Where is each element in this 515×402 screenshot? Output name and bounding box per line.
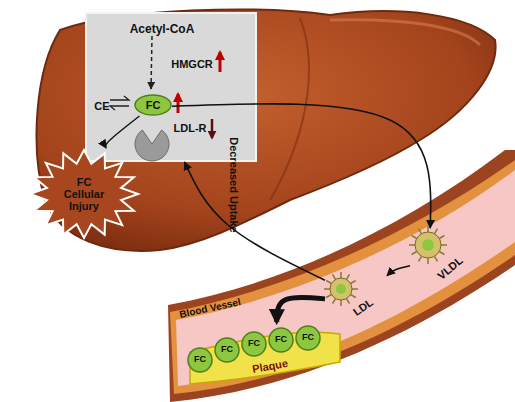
particle-spike bbox=[351, 295, 356, 298]
particle-spike bbox=[340, 272, 342, 278]
blood-vessel: Blood VesselVLDLLDLPlaqueFCFCFCFCFC bbox=[160, 140, 515, 402]
node-label: FC Cellular Injury bbox=[56, 176, 112, 212]
particle-spike bbox=[435, 229, 438, 234]
particle-spike bbox=[439, 236, 444, 239]
particle-body bbox=[330, 278, 352, 300]
node-label: VLDL bbox=[435, 254, 465, 282]
particle-spike bbox=[419, 256, 422, 261]
cholesterol-oval bbox=[215, 338, 239, 362]
starburst-shape bbox=[30, 150, 138, 238]
lipoprotein-particle bbox=[409, 226, 447, 264]
fc-deposit: FC bbox=[295, 325, 321, 351]
fc-deposit: FC bbox=[214, 337, 240, 363]
free-cholesterol-oval: FC bbox=[134, 94, 172, 116]
particle-spike bbox=[326, 281, 331, 284]
ldl-receptor: LDL-R bbox=[130, 120, 210, 162]
increase-arrow bbox=[219, 52, 222, 72]
node-label: FC bbox=[221, 345, 233, 355]
particle-spike bbox=[419, 229, 422, 234]
particle-spike bbox=[439, 252, 444, 255]
particle-spike bbox=[441, 244, 447, 246]
vessel-lumen bbox=[176, 170, 515, 386]
lipoprotein-particle bbox=[324, 272, 358, 306]
node-label: FC bbox=[275, 335, 287, 345]
vessel-middle-wall bbox=[170, 160, 515, 394]
liver-lobe-crease bbox=[270, 18, 309, 200]
connector-arrow bbox=[172, 104, 431, 228]
particle-spike bbox=[435, 256, 438, 261]
connector-arrow bbox=[185, 162, 326, 280]
connector-arrow bbox=[106, 116, 140, 148]
particle-spike bbox=[351, 281, 356, 284]
vessel-outer-wall bbox=[168, 150, 515, 402]
particle-core bbox=[336, 284, 346, 294]
connector-arrow bbox=[387, 266, 410, 276]
decrease-arrow bbox=[211, 119, 214, 138]
connector-label: Decreased Uptake bbox=[228, 137, 240, 232]
node-label: HMGCR bbox=[171, 58, 213, 70]
plaque-deposit: PlaqueFCFCFCFCFC bbox=[190, 322, 340, 384]
particle-spike bbox=[409, 244, 415, 246]
particle-spike bbox=[352, 288, 358, 290]
equilibrium-arrow bbox=[110, 106, 129, 110]
injury-starburst: FC Cellular Injury bbox=[28, 148, 140, 240]
node-label: Acetyl-CoA bbox=[130, 23, 195, 36]
node-label: FC bbox=[302, 333, 314, 343]
ldl-particle: LDL bbox=[325, 273, 387, 323]
particle-body bbox=[415, 232, 441, 258]
particle-spike bbox=[347, 274, 350, 279]
liver-highlight bbox=[330, 20, 480, 45]
cholesterol-oval bbox=[296, 326, 320, 350]
cholesterol-oval bbox=[135, 95, 171, 115]
connector-arrow bbox=[277, 297, 325, 322]
cholesterol-oval bbox=[188, 348, 212, 372]
node-label: LDL-R bbox=[174, 122, 207, 134]
particle-spike bbox=[324, 288, 330, 290]
node-label: FC bbox=[248, 339, 260, 349]
increase-arrow bbox=[177, 94, 180, 113]
vldl-particle: VLDL bbox=[410, 228, 472, 286]
particle-spike bbox=[333, 299, 336, 304]
particle-core bbox=[422, 239, 434, 251]
particle-spike bbox=[326, 295, 331, 298]
equilibrium-arrow bbox=[110, 96, 129, 100]
cholesterol-oval bbox=[242, 332, 266, 356]
particle-spike bbox=[333, 274, 336, 279]
particle-spike bbox=[412, 252, 417, 255]
node-label: CE bbox=[94, 100, 109, 112]
particle-spike bbox=[427, 226, 429, 232]
node-label: FC bbox=[146, 99, 161, 111]
particle-spike bbox=[412, 236, 417, 239]
dashed-synthesis-arrow bbox=[151, 36, 152, 89]
particle-spike bbox=[340, 300, 342, 306]
node-label: FC bbox=[194, 355, 206, 365]
particle-spike bbox=[427, 258, 429, 264]
cholesterol-oval bbox=[269, 328, 293, 352]
fc-deposit: FC bbox=[187, 347, 213, 373]
particle-spike bbox=[347, 299, 350, 304]
fc-deposit: FC bbox=[268, 327, 294, 353]
receptor-shape bbox=[135, 130, 169, 161]
fc-deposit: FC bbox=[241, 331, 267, 357]
node-label: LDL bbox=[351, 296, 375, 318]
